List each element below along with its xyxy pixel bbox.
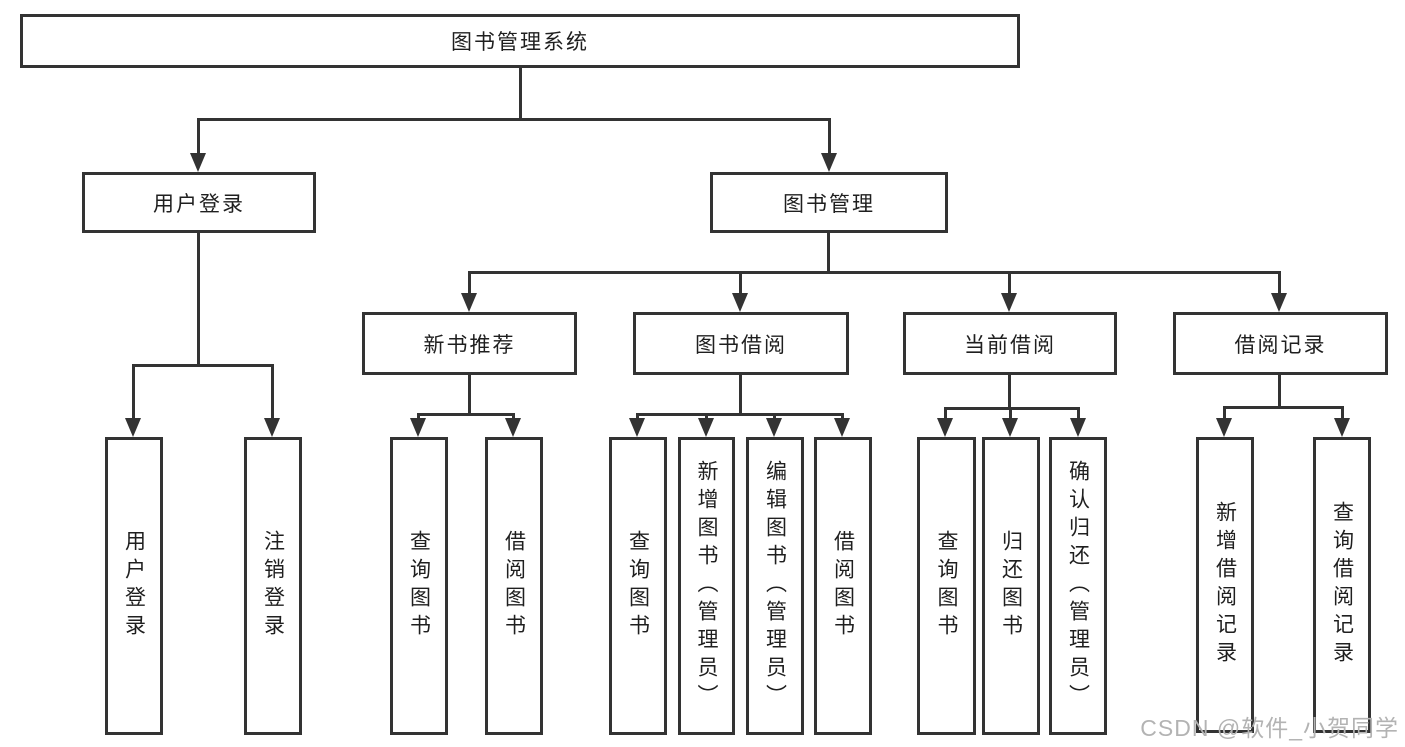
arrowhead-icon <box>937 418 953 437</box>
connector-line <box>1008 375 1011 409</box>
node-book-borrowing: 图书借阅 <box>633 312 849 375</box>
node-user-login: 用户登录 <box>82 172 316 233</box>
arrowhead-icon <box>629 418 645 437</box>
node-current-borrowing: 当前借阅 <box>903 312 1117 375</box>
node-borrowing-records: 借阅记录 <box>1173 312 1388 375</box>
csdn-watermark: CSDN @软件_小贺同学 <box>1140 715 1399 741</box>
connector-line <box>773 413 776 421</box>
node-leaf-query-borrow-record: 查询借阅记录 <box>1313 437 1371 733</box>
connector-line <box>739 271 742 295</box>
connector-line <box>1008 271 1011 295</box>
node-leaf-add-borrow-record: 新增借阅记录 <box>1196 437 1254 733</box>
arrowhead-icon <box>1334 418 1350 437</box>
connector-line <box>132 364 135 420</box>
arrowhead-icon <box>1070 418 1086 437</box>
node-leaf-edit-books-admin: 编辑图书（管理员） <box>746 437 804 735</box>
arrowhead-icon <box>732 293 748 312</box>
connector-line <box>519 68 522 120</box>
node-leaf-logout: 注销登录 <box>244 437 302 735</box>
connector-line <box>827 233 830 273</box>
node-library-system: 图书管理系统 <box>20 14 1020 68</box>
node-leaf-query-books-recommend: 查询图书 <box>390 437 448 735</box>
connector-line <box>197 233 200 366</box>
connector-line <box>705 413 708 421</box>
arrowhead-icon <box>698 418 714 437</box>
arrowhead-icon <box>1271 293 1287 312</box>
connector-line <box>1278 271 1281 295</box>
connector-line <box>739 375 742 415</box>
connector-line <box>417 413 515 416</box>
arrowhead-icon <box>461 293 477 312</box>
connector-line <box>944 407 947 421</box>
node-leaf-borrow-books: 借阅图书 <box>814 437 872 735</box>
node-new-book-recommendation: 新书推荐 <box>362 312 577 375</box>
arrowhead-icon <box>766 418 782 437</box>
connector-line <box>828 118 831 156</box>
arrowhead-icon <box>505 418 521 437</box>
connector-line <box>944 407 1080 410</box>
node-leaf-add-books-admin: 新增图书（管理员） <box>678 437 735 735</box>
arrowhead-icon <box>834 418 850 437</box>
connector-line <box>132 364 274 367</box>
node-leaf-confirm-return-admin: 确认归还（管理员） <box>1049 437 1107 735</box>
node-leaf-query-books-borrow: 查询图书 <box>609 437 667 735</box>
arrowhead-icon <box>821 153 837 172</box>
arrowhead-icon <box>1002 418 1018 437</box>
node-leaf-return-books: 归还图书 <box>982 437 1040 735</box>
connector-line <box>636 413 844 416</box>
connector-line <box>841 413 844 421</box>
connector-line <box>1077 407 1080 421</box>
arrowhead-icon <box>264 418 280 437</box>
connector-line <box>1278 375 1281 408</box>
connector-line <box>1341 406 1344 421</box>
connector-line <box>1223 406 1226 421</box>
connector-line <box>417 413 420 421</box>
node-book-management: 图书管理 <box>710 172 948 233</box>
arrowhead-icon <box>1216 418 1232 437</box>
arrowhead-icon <box>1001 293 1017 312</box>
connector-line <box>636 413 639 421</box>
connector-line <box>512 413 515 421</box>
node-leaf-query-books-current: 查询图书 <box>917 437 976 735</box>
connector-line <box>197 118 831 121</box>
connector-line <box>197 118 200 156</box>
connector-line <box>468 271 1281 274</box>
node-leaf-user-login: 用户登录 <box>105 437 163 735</box>
node-leaf-borrow-books-recommend: 借阅图书 <box>485 437 543 735</box>
arrowhead-icon <box>125 418 141 437</box>
connector-line <box>468 271 471 295</box>
arrowhead-icon <box>410 418 426 437</box>
connector-line <box>271 364 274 420</box>
arrowhead-icon <box>190 153 206 172</box>
connector-line <box>1223 406 1344 409</box>
connector-line <box>468 375 471 415</box>
connector-line <box>1009 407 1012 421</box>
